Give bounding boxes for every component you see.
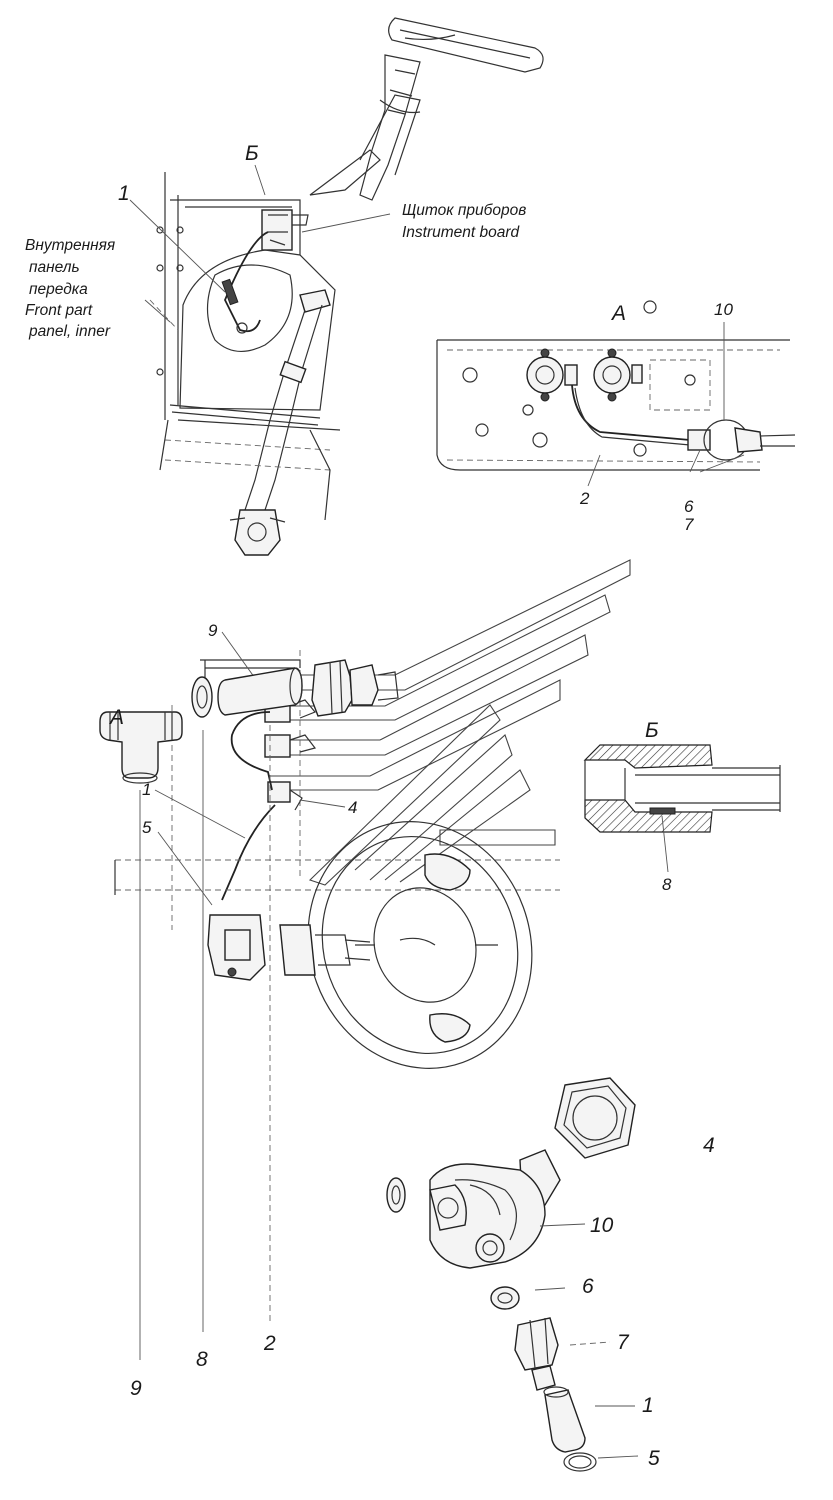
kamaz-logo-watermark [268, 559, 631, 886]
instrument-board-ru: Щиток приборов [402, 202, 526, 219]
callout-10-view-a: 10 [714, 300, 733, 319]
view-b-label-right: Б [645, 719, 659, 742]
callout-4-exploded: 4 [703, 1134, 715, 1157]
callout-8-exploded: 8 [196, 1348, 208, 1371]
view-a-label-left: A [108, 706, 124, 729]
callout-8-section-b: 8 [662, 875, 672, 894]
callout-10-exploded: 10 [590, 1214, 614, 1237]
callout-7-exploded: 7 [617, 1331, 630, 1354]
instrument-board-en: Instrument board [402, 224, 521, 241]
callout-1-exploded: 1 [642, 1394, 654, 1417]
callout-1-top: 1 [118, 182, 130, 205]
callout-2-exploded: 2 [263, 1332, 276, 1355]
callout-7-view-a: 7 [684, 515, 694, 534]
front-panel-ru-2: панель [29, 259, 80, 276]
exploded-tap-body [429, 1077, 639, 1472]
callout-9-mid: 9 [208, 621, 218, 640]
top-cab-view [129, 17, 544, 556]
callout-2-view-a: 2 [579, 489, 590, 508]
front-panel-en-1: Front part [25, 302, 93, 319]
callout-6-view-a: 6 [684, 497, 694, 516]
callout-4-mid: 4 [348, 798, 357, 817]
section-b-detail [583, 744, 781, 873]
text-labels: Б 1 Щиток приборов Instrument board Внут… [25, 142, 733, 1470]
front-panel-en-2: panel, inner [28, 323, 111, 340]
callout-5-exploded: 5 [648, 1447, 660, 1470]
view-a-panel [436, 300, 796, 487]
callout-6-exploded: 6 [582, 1275, 594, 1298]
view-a-label-top: A [610, 302, 626, 325]
view-b-label-top: Б [245, 142, 259, 165]
callout-1-mid: 1 [142, 780, 151, 799]
exploded-view [99, 659, 406, 1360]
front-panel-ru-1: Внутренняя [25, 237, 115, 254]
front-panel-ru-3: передка [29, 281, 88, 298]
callout-5-mid: 5 [142, 818, 152, 837]
callout-9-exploded: 9 [130, 1377, 142, 1400]
